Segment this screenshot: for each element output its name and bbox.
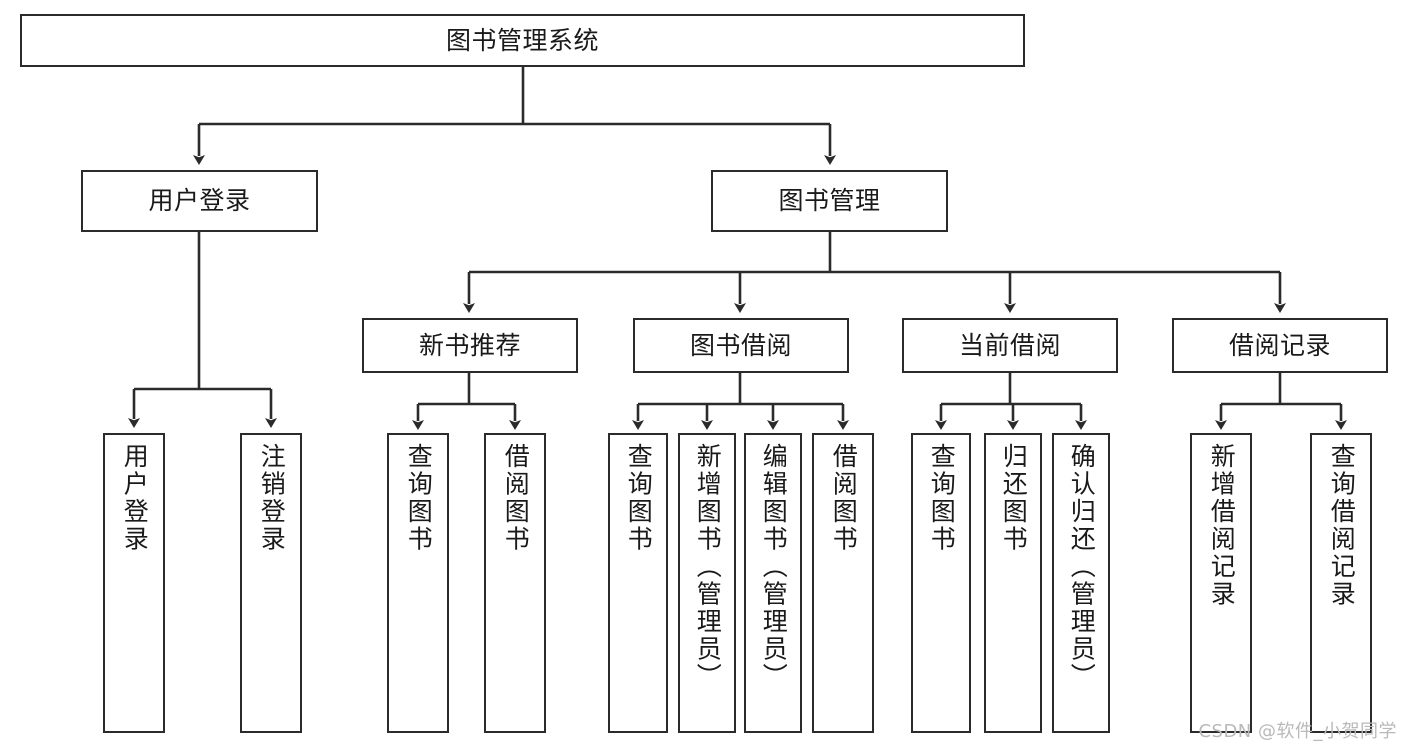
leaf-query-book-current[interactable]: 查询图书	[911, 433, 971, 733]
leaf-query-book-new[interactable]: 查询图书	[387, 433, 449, 733]
leaf-logout-label: 注销登录	[257, 443, 287, 553]
leaf-confirm-return-admin-label: 确认归还（管理员）	[1067, 443, 1097, 691]
node-book-management-label: 图书管理	[778, 186, 881, 216]
node-root[interactable]: 图书管理系统	[20, 14, 1025, 67]
leaf-add-book-admin[interactable]: 新增图书（管理员）	[678, 433, 736, 733]
node-user-login-label: 用户登录	[148, 186, 251, 216]
edge-borrow-to-leaves	[632, 373, 849, 430]
leaf-query-book-new-label: 查询图书	[404, 443, 434, 553]
node-root-label: 图书管理系统	[445, 25, 599, 55]
leaf-query-book-borrow[interactable]: 查询图书	[608, 433, 668, 733]
leaf-query-book-borrow-label: 查询图书	[624, 443, 654, 553]
leaf-add-borrow-record-label: 新增借阅记录	[1207, 443, 1237, 608]
leaf-borrow-book-new[interactable]: 借阅图书	[484, 433, 546, 733]
leaf-borrow-book-label: 借阅图书	[829, 443, 859, 553]
node-user-login[interactable]: 用户登录	[81, 170, 318, 232]
leaf-confirm-return-admin[interactable]: 确认归还（管理员）	[1052, 433, 1110, 733]
watermark: CSDN @软件_小贺同学	[1198, 721, 1397, 742]
node-book-borrow-label: 图书借阅	[689, 330, 792, 360]
leaf-borrow-book-new-label: 借阅图书	[501, 443, 531, 553]
node-current-borrow[interactable]: 当前借阅	[902, 318, 1118, 373]
node-book-borrow[interactable]: 图书借阅	[633, 318, 849, 373]
leaf-query-book-current-label: 查询图书	[927, 443, 957, 553]
edge-records-to-leaves	[1215, 373, 1347, 430]
leaf-user-login-label: 用户登录	[120, 443, 150, 553]
edge-root-to-level2	[193, 67, 836, 165]
leaf-add-borrow-record[interactable]: 新增借阅记录	[1190, 433, 1252, 733]
leaf-return-book[interactable]: 归还图书	[984, 433, 1042, 733]
edge-current-to-leaves	[935, 373, 1087, 430]
leaf-edit-book-admin[interactable]: 编辑图书（管理员）	[744, 433, 802, 733]
leaf-edit-book-admin-label: 编辑图书（管理员）	[759, 443, 789, 691]
node-new-book-recommend-label: 新书推荐	[418, 330, 521, 360]
node-borrow-records[interactable]: 借阅记录	[1172, 318, 1388, 373]
leaf-user-login[interactable]: 用户登录	[103, 433, 165, 733]
leaf-add-book-admin-label: 新增图书（管理员）	[693, 443, 723, 691]
leaf-return-book-label: 归还图书	[999, 443, 1029, 553]
node-borrow-records-label: 借阅记录	[1228, 330, 1331, 360]
edge-newbooks-to-leaves	[412, 373, 521, 430]
leaf-logout[interactable]: 注销登录	[240, 433, 302, 733]
leaf-query-borrow-record-label: 查询借阅记录	[1327, 443, 1357, 608]
node-current-borrow-label: 当前借阅	[958, 330, 1061, 360]
leaf-borrow-book[interactable]: 借阅图书	[812, 433, 874, 733]
node-book-management[interactable]: 图书管理	[711, 170, 948, 232]
leaf-query-borrow-record[interactable]: 查询借阅记录	[1310, 433, 1372, 733]
edge-books-to-level3	[463, 232, 1286, 313]
edge-userlogin-to-leaves	[128, 232, 277, 428]
node-new-book-recommend[interactable]: 新书推荐	[362, 318, 578, 373]
